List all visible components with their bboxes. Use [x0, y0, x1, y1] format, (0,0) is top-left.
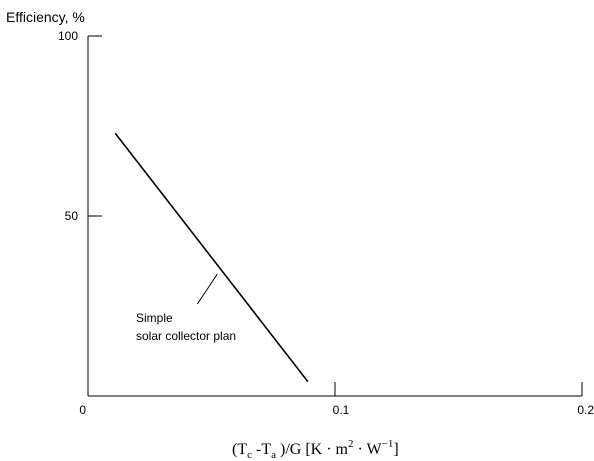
x-tick-label-2: 0.2 — [577, 403, 594, 417]
x-label-sub-a: a — [271, 449, 276, 461]
axis-ticks: 100 50 0 0.1 0.2 — [58, 29, 594, 417]
x-axis-label: (Tc -Ta )/G [K · m2 · W−1] — [232, 438, 399, 461]
x-label-part-mid: -T — [252, 441, 271, 458]
x-label-part-tail: )/G [K · m — [276, 441, 349, 458]
x-label-sup-2: 2 — [348, 438, 354, 450]
x-label-part-end: ] — [393, 441, 398, 458]
annotation-line-1: Simple — [136, 311, 173, 325]
x-label-sup-minus1: −1 — [382, 438, 394, 450]
series-group — [114, 132, 309, 383]
x-label-sub-c: c — [247, 449, 252, 461]
x-label-part-open: (T — [232, 441, 247, 458]
annotation-line-2: solar collector plan — [136, 329, 236, 343]
annotation-leader-line — [196, 273, 218, 305]
x-tick-label-1: 0.1 — [333, 403, 350, 417]
x-label-part-tail2: · W — [353, 441, 382, 458]
y-tick-label-1: 50 — [65, 209, 79, 223]
x-tick-label-0: 0 — [79, 403, 86, 417]
y-axis-label: Efficiency, % — [6, 9, 85, 25]
y-tick-label-0: 100 — [58, 29, 78, 43]
series-line-0 — [114, 132, 309, 383]
